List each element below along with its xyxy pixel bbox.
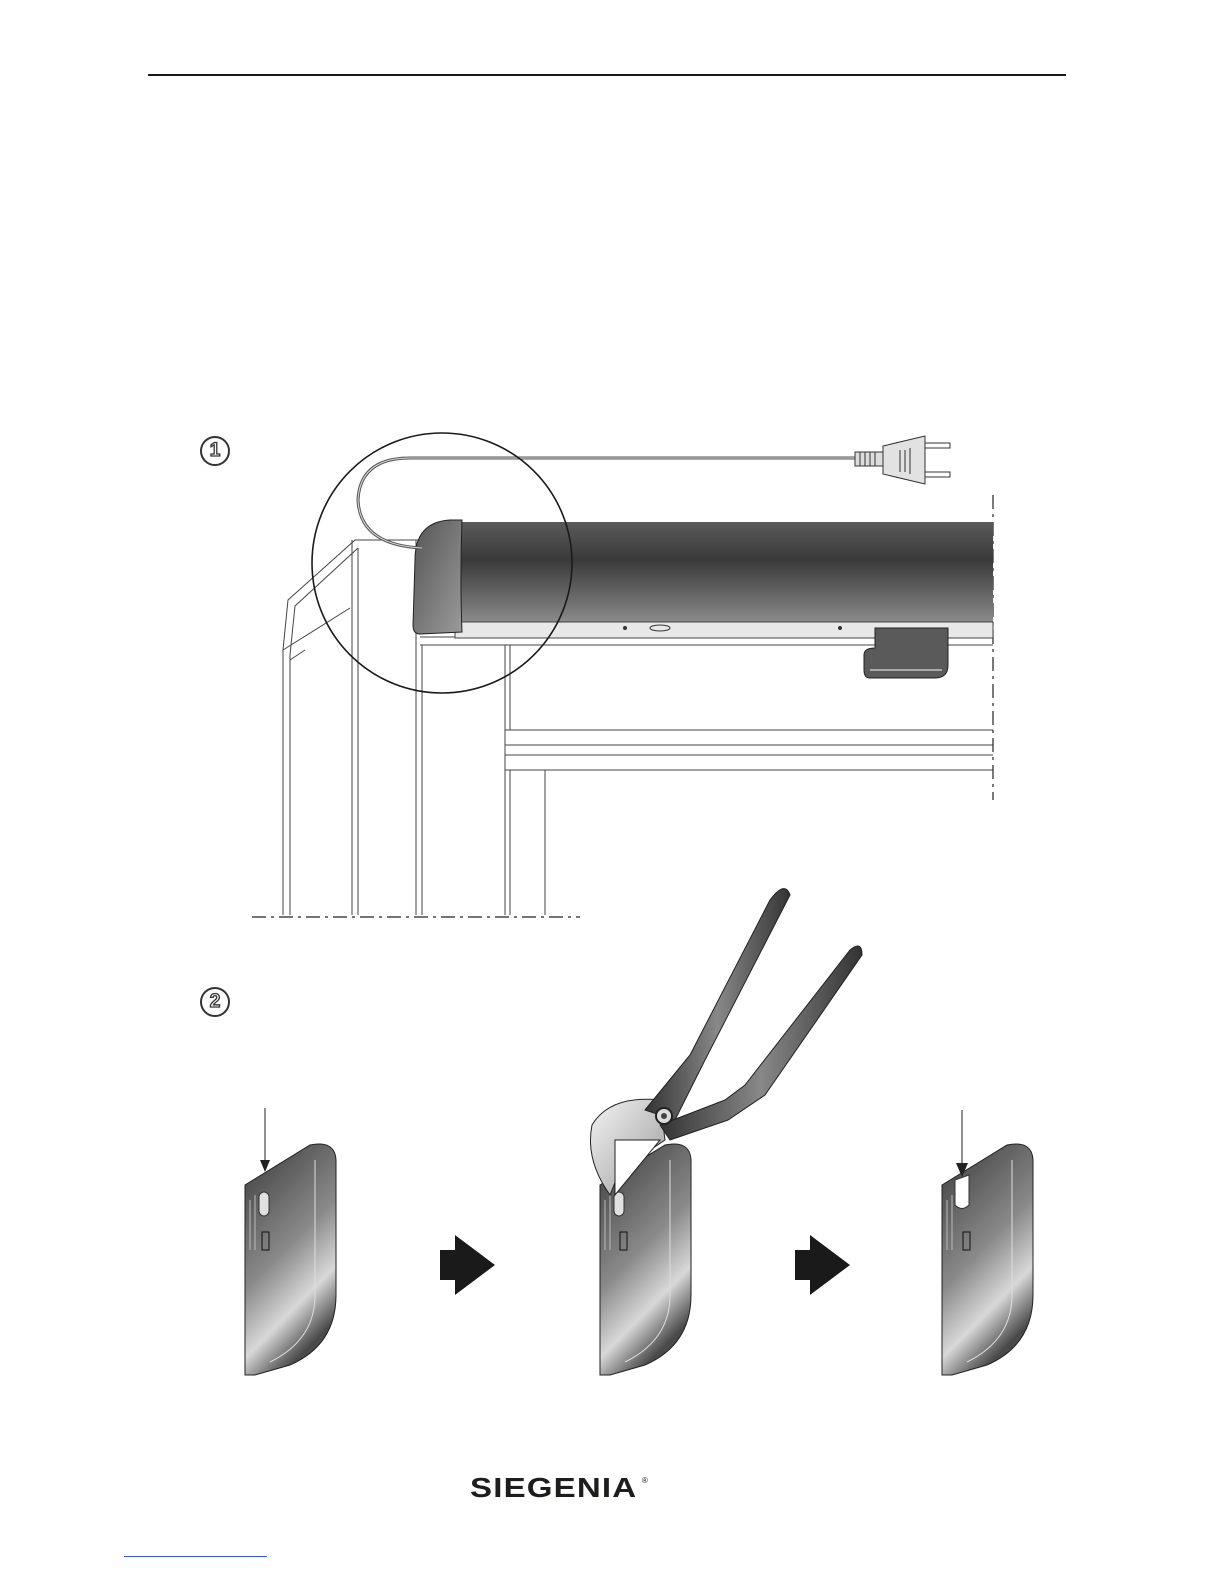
brand-logo: SIEGENIA ®	[470, 1472, 648, 1508]
right-arrow-icon	[440, 1235, 495, 1295]
end-cap-after	[942, 1110, 1033, 1375]
brand-name: SIEGENIA	[470, 1472, 637, 1504]
plug-body	[855, 436, 950, 484]
pliers-icon	[590, 889, 862, 1195]
footer-link-underline	[124, 1556, 267, 1557]
brand-registered-mark: ®	[642, 1476, 648, 1485]
drive-tube	[413, 520, 993, 678]
end-cap-before	[245, 1108, 336, 1375]
right-arrow-icon-2	[795, 1235, 850, 1295]
